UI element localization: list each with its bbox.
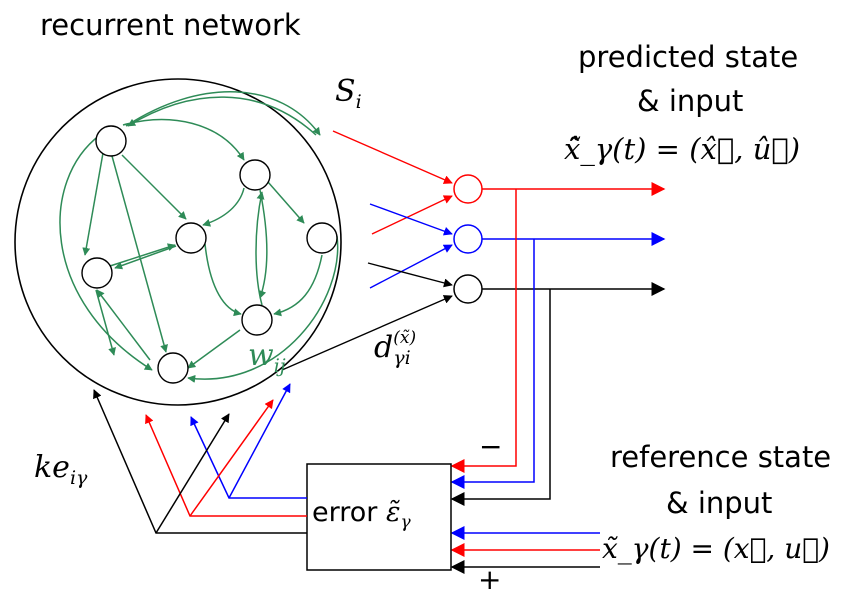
output-node-black (453, 274, 483, 304)
decoder-label: d(x̃)γi (374, 330, 416, 368)
recurrent-connections (59, 91, 339, 383)
reference-input-title: & input (666, 486, 773, 520)
error-box (306, 463, 452, 571)
error-symbol-subscript: γ (400, 512, 411, 533)
plus-sign: + (478, 563, 502, 596)
reference-input-lines (450, 526, 600, 574)
neuron-node (95, 125, 127, 157)
weight-subscript: ij (273, 355, 286, 377)
neuron-node (306, 222, 338, 254)
network-state-label: Si (335, 74, 362, 113)
error-symbol: ε̃ (385, 497, 401, 528)
error-box-label: error ε̃γ (312, 497, 411, 532)
feedback-gain-symbol: ke (34, 450, 70, 485)
predicted-feedback-lines (450, 189, 551, 506)
predicted-state-formula: x̂̃_γ(t) = (x̂⃗, û⃗) (564, 132, 801, 166)
neuron-node (241, 304, 273, 336)
neuron-node (239, 159, 271, 191)
reference-state-title: reference state (610, 440, 832, 474)
recurrent-network-title: recurrent network (40, 8, 301, 42)
network-state-symbol: S (335, 74, 356, 109)
neuron-node (157, 352, 189, 384)
predicted-input-title: & input (637, 84, 744, 118)
reference-state-formula: x̃_γ(t) = (x⃗, u⃗) (602, 532, 830, 565)
feedback-gain-label: keiγ (34, 450, 87, 489)
error-feedback-lines (93, 383, 307, 534)
network-nodes (81, 125, 338, 384)
decoder-connections (281, 130, 453, 371)
decoder-symbol: d (374, 330, 394, 365)
network-state-subscript: i (355, 91, 362, 113)
output-node-blue (453, 224, 483, 254)
weight-symbol: w (248, 338, 274, 373)
feedback-gain-subscript: iγ (69, 467, 88, 489)
neuron-node (175, 222, 207, 254)
decoder-subscript: γi (393, 347, 411, 369)
decoder-superscript: (x̃) (393, 328, 417, 348)
neuron-node (81, 257, 113, 289)
minus-sign: − (479, 430, 503, 463)
error-box-text: error (312, 497, 378, 528)
weight-label: wij (248, 338, 286, 377)
predicted-state-title: predicted state (578, 40, 799, 74)
output-node-red (453, 174, 483, 204)
